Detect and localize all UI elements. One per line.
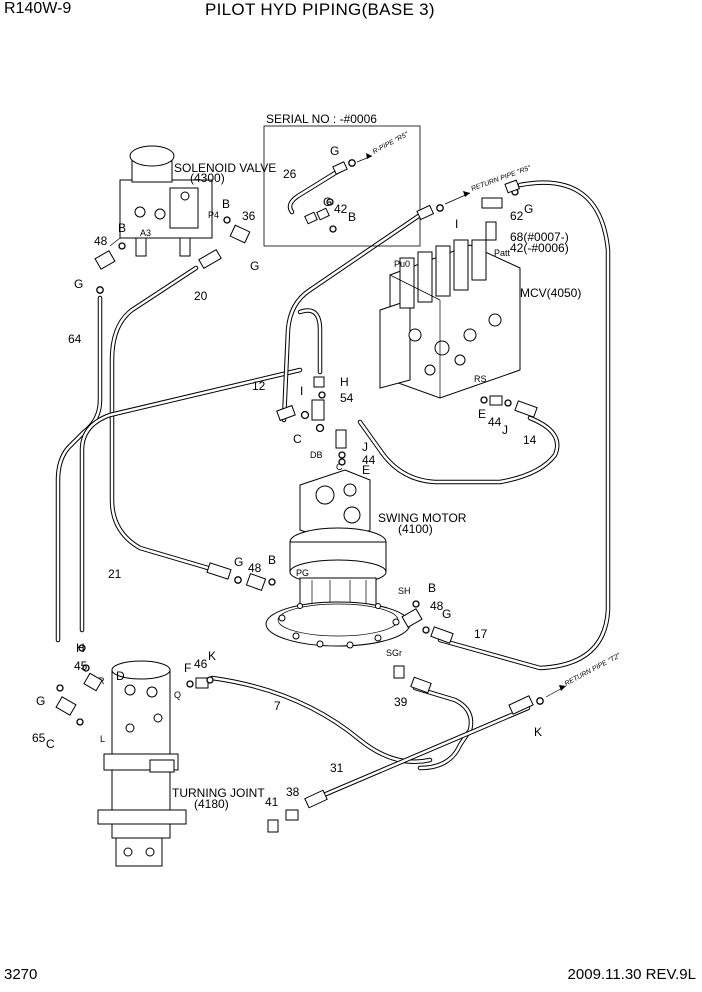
callout: B	[428, 581, 436, 595]
hose-21	[79, 367, 303, 633]
port-label: RS	[474, 374, 487, 384]
callout: G	[524, 202, 533, 216]
callout: G	[323, 195, 332, 209]
callout: 48	[248, 561, 262, 575]
callout: 45	[74, 659, 88, 673]
turning-joint-label: TURNING JOINT	[172, 786, 265, 800]
callout: 7	[274, 699, 281, 713]
callout: G	[250, 259, 259, 273]
callout: H	[76, 641, 85, 655]
callout: 12	[252, 379, 266, 393]
return-t2-label: RETURN PIPE "T2"	[564, 652, 623, 688]
callout: C	[293, 432, 302, 446]
hose-64	[55, 295, 103, 643]
callout: 64	[68, 332, 82, 346]
port-label: A3	[140, 228, 151, 238]
callout: B	[348, 210, 356, 224]
callout: K	[208, 649, 216, 663]
port-label: P4	[208, 210, 219, 220]
callout: 31	[330, 761, 344, 775]
callout: C	[46, 737, 55, 751]
solenoid-number: (4300)	[190, 171, 225, 185]
callout: B	[118, 221, 126, 235]
rpipe-label: R-PIPE "R5"	[372, 131, 410, 156]
port-label: Patt	[494, 248, 511, 258]
callout: G	[74, 277, 83, 291]
callout: J	[502, 423, 508, 437]
callout: 20	[194, 289, 208, 303]
callout: F	[184, 661, 191, 675]
callout: 62	[510, 209, 524, 223]
revision-date: 2009.11.30 REV.9L	[567, 966, 696, 983]
callout: 17	[474, 627, 488, 641]
turning-joint: TURNING JOINT (4180) L R Q H 45 D G 65 C…	[32, 641, 265, 867]
callout: G	[234, 555, 243, 569]
swing-motor-number: (4100)	[398, 522, 433, 536]
hose-26	[287, 167, 343, 215]
mcv-label: MCV(4050)	[520, 286, 581, 300]
callout: G	[36, 694, 45, 708]
port-label: C	[336, 462, 343, 472]
serial-inset: SERIAL NO : -#0006 R-PIPE "R5" G 26 G 42…	[263, 112, 421, 247]
callout: 48	[94, 234, 108, 248]
callout: I	[455, 217, 458, 231]
callout: 39	[394, 695, 408, 709]
callout: 36	[242, 209, 256, 223]
port-label: DB	[310, 450, 323, 460]
solenoid-valve: SOLENOID VALVE (4300) A3 P4 B 48 B 36 G …	[68, 145, 276, 346]
callout: 54	[340, 391, 354, 405]
callout: 46	[194, 657, 208, 671]
callout: 48	[430, 599, 444, 613]
swing-motor-top-fittings: 12 I H 54 C J 44 E DB C	[252, 375, 376, 477]
hose-39	[412, 685, 474, 771]
callout: 65	[32, 731, 46, 745]
port-label: L	[100, 734, 105, 744]
model-number: R140W-9	[4, 0, 72, 17]
page-title: PILOT HYD PIPING(BASE 3)	[205, 0, 435, 19]
callout: E	[478, 407, 486, 421]
callout: G	[442, 607, 451, 621]
turning-joint-number: (4180)	[194, 797, 229, 811]
port-label: SH	[398, 586, 411, 596]
mcv-valve: Pu0 Patt MCV(4050) RS E 44 J 14	[379, 239, 581, 447]
callout: I	[300, 384, 303, 398]
callout: 38	[286, 785, 300, 799]
callout: 21	[108, 567, 122, 581]
page-number: 3270	[4, 966, 38, 983]
solenoid-label: SOLENOID VALVE	[174, 161, 276, 175]
port-label: PG	[296, 568, 309, 578]
port-label: SGr	[386, 648, 402, 658]
swing-motor: SWING MOTOR (4100) PG SH SGr G 48 B B 48…	[206, 469, 488, 709]
callout: H	[340, 375, 349, 389]
swing-motor-label: SWING MOTOR	[378, 511, 467, 525]
callout: K	[534, 725, 542, 739]
hose-14	[357, 415, 560, 485]
return-r5-fittings: RETURN PIPE "R5" I 62 G 68(#0007-) 42(-#…	[416, 165, 569, 255]
hose-lines	[55, 167, 611, 803]
callout: 42	[334, 202, 348, 216]
callout: 44	[488, 415, 502, 429]
callout: 68(#0007-)	[510, 230, 569, 244]
callout: 26	[283, 167, 297, 181]
callout: 42(-#0006)	[510, 241, 569, 255]
callout: 14	[523, 433, 537, 447]
callout: 44	[362, 453, 376, 467]
callout: D	[116, 669, 125, 683]
hose-7	[209, 675, 433, 765]
callout: B	[222, 197, 230, 211]
port-label: Pu0	[394, 259, 410, 269]
callout: 41	[265, 795, 279, 809]
serial-label: SERIAL NO : -#0006	[266, 112, 377, 126]
port-label: Q	[174, 690, 181, 700]
hose-20	[109, 265, 211, 571]
callout: G	[330, 144, 339, 158]
callout: J	[362, 440, 368, 454]
callout: E	[362, 463, 370, 477]
return-r5-label: RETURN PIPE "R5"	[470, 165, 532, 193]
callout: B	[268, 553, 276, 567]
